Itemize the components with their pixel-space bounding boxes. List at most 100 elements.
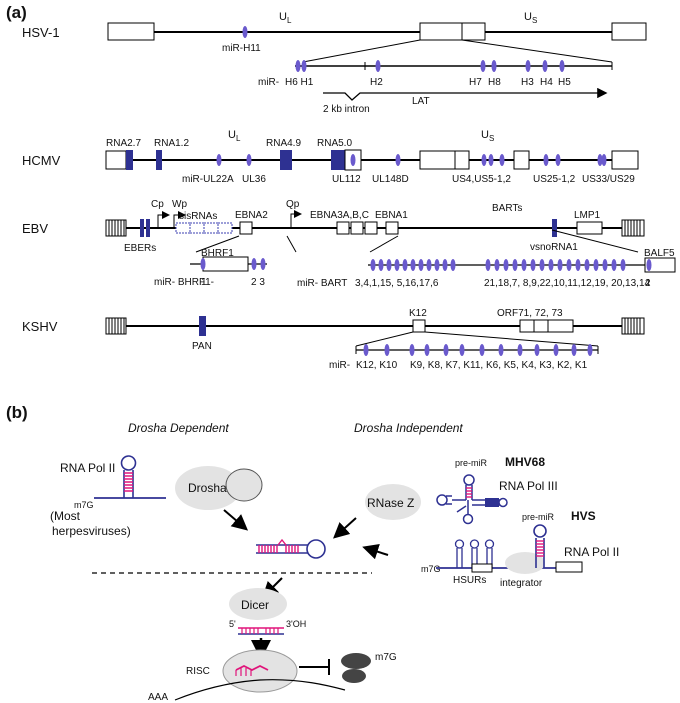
mirna-h11-label: miR-H11 (222, 43, 261, 54)
ebv-genome-map: EBV (22, 199, 676, 289)
mirna-h7-label: H7 (469, 77, 482, 88)
virus-label-hcmv: HCMV (22, 153, 61, 168)
virus-label-ebv: EBV (22, 221, 48, 236)
kshv-genome-map: KSHV PAN K12 ORF71, 72, 73 (22, 308, 645, 371)
rna50-label: RNA5.0 (317, 138, 352, 149)
hcmv-repeat-1 (419, 150, 456, 170)
rna-pol-ii-label-left: RNA Pol II (60, 461, 115, 475)
bart-cluster-2-markers (485, 259, 652, 271)
mirna-h2-label: H2 (370, 77, 383, 88)
virus-label-kshv: KSHV (22, 319, 58, 334)
kshv-mir-prefix: miR- (329, 360, 350, 371)
bhrf1-23-label: 2 3 (251, 277, 265, 288)
panel-a-label: (a) (6, 3, 27, 22)
pre-mir-label-mhv68: pre-miR (455, 458, 488, 468)
ebv-terminal-repeat-left (105, 219, 127, 237)
ebna3c-box (364, 221, 378, 235)
rna12-block (156, 150, 162, 170)
orf71-label: ORF71, 72, 73 (497, 308, 563, 319)
kshv-terminal-repeat-left (105, 317, 127, 335)
qp-label: Qp (286, 199, 300, 210)
hsv1-ul-label: UL (279, 11, 292, 25)
pan-label: PAN (192, 341, 212, 352)
bhrf1-label: BHRF1 (201, 248, 234, 259)
hsv1-genome-map: HSV-1 UL US miR-H11 miR- H6 H1 H2 H7 H8 … (22, 11, 647, 115)
mirna-h8-label: H8 (488, 77, 501, 88)
k12-box (412, 319, 426, 333)
qp-promoter-arrow (290, 210, 302, 228)
hcmv-us-label: US (481, 129, 494, 143)
integrator-to-premir-arrow (362, 544, 389, 560)
aaa-label: AAA (148, 692, 168, 703)
mirna-h5-label: H5 (558, 77, 571, 88)
pre-mir-label-hvs: pre-miR (522, 512, 555, 522)
rnase-z-enzyme: RNase Z (365, 484, 421, 520)
orf72-box (533, 319, 549, 333)
bart-group-1-label: 3,4,1,15, 5,16,17,6 (355, 278, 439, 289)
cp-label: Cp (151, 199, 164, 210)
lmp1-box (576, 221, 603, 235)
drosha-dependent-heading: Drosha Dependent (128, 421, 229, 435)
mirna-ul22a-label: miR-UL22A (182, 174, 234, 185)
m7g-label-ribosome: m7G (375, 652, 397, 663)
barts-label: BARTs (492, 203, 522, 214)
mirna-duplex: 5' 3'OH (229, 619, 306, 635)
lmp1-label: LMP1 (574, 210, 601, 221)
pre-mirna-hairpin (256, 538, 326, 559)
hcmv-ul-label: UL (228, 129, 241, 143)
ebna3a-box (336, 221, 350, 235)
hsv1-us-label: US (524, 11, 537, 25)
sisrnas-label: sisRNAs (179, 211, 217, 222)
orf71-box (519, 319, 535, 333)
rnasez-to-premir-arrow (333, 517, 357, 539)
rna50-block (331, 150, 345, 170)
ebna1-label: EBNA1 (375, 210, 408, 221)
drosha-to-premir-arrow (223, 509, 249, 531)
eber1-block (140, 219, 144, 237)
pri-mirna-pol2-hairpin: RNA Pol II m7G (Most herpesviruses) (50, 455, 166, 538)
vsnorna1-block (552, 219, 557, 237)
risc-complex: RISC (186, 649, 298, 693)
m7g-label-left: m7G (74, 500, 94, 510)
bart-cluster-1-markers (370, 259, 456, 271)
hsv1-mir-prefix: miR- (258, 77, 279, 88)
hvs-label: HVS (571, 509, 596, 523)
m7g-label-hvs: m7G (421, 564, 441, 574)
rna-pol-ii-label-right: RNA Pol II (564, 545, 619, 559)
rnase-z-label: RNase Z (367, 496, 414, 510)
hsv1-repeat-mid-1 (419, 22, 463, 41)
integrator-label: integrator (500, 578, 543, 589)
risc-label: RISC (186, 666, 210, 677)
pan-block (199, 316, 206, 336)
mirna-h6-h1-label: H6 H1 (285, 77, 314, 88)
lat-label: LAT (412, 96, 430, 107)
hcmv-repeat-2 (454, 150, 470, 170)
balf5-label: BALF5 (644, 248, 675, 259)
mirna-us4-label: US4,US5-1,2 (452, 174, 511, 185)
hvs-transcript: pre-miR HVS RNA Pol II m7G HSURs integra… (421, 509, 619, 589)
rna12-label: RNA1.2 (154, 138, 189, 149)
hcmv-repeat-3 (513, 150, 530, 170)
ebers-label: EBERs (124, 243, 156, 254)
virus-label-hsv1: HSV-1 (22, 25, 60, 40)
hcmv-terminal-right (611, 150, 639, 170)
hsurs-label: HSURs (453, 575, 486, 586)
three-oh-label: 3'OH (286, 619, 306, 629)
hsv1-repeat-left (107, 22, 155, 41)
mirna-h4-label: H4 (540, 77, 553, 88)
bart-group-2-label: 21,18,7, 8,9,22,10,11,12,19, 20,13,14 (484, 278, 651, 289)
five-prime-label: 5' (229, 619, 236, 629)
rna49-block (280, 150, 292, 170)
ebna2-box (239, 221, 253, 235)
ebv-terminal-repeat-right (621, 219, 645, 237)
dicer-label: Dicer (241, 598, 269, 612)
mirna-us33-label: US33/US29 (582, 174, 635, 185)
wp-label: Wp (172, 199, 187, 210)
mhv68-label: MHV68 (505, 455, 545, 469)
ebna1-box (385, 221, 399, 235)
dicer-enzyme: Dicer (229, 588, 287, 620)
mirna-ul148d-label: UL148D (372, 174, 409, 185)
balf5-box (644, 257, 676, 273)
wp-promoter-arrow (173, 211, 186, 228)
